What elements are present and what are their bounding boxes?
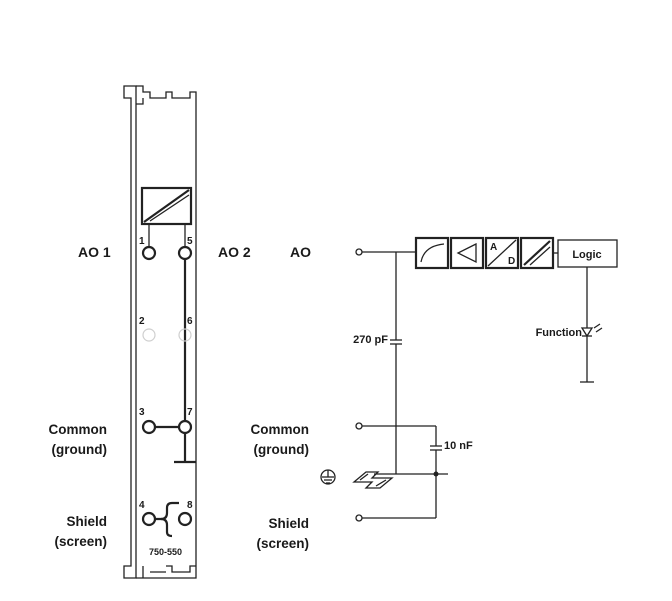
terminal-3 — [141, 419, 157, 435]
schematic-common-line2: (ground) — [254, 442, 309, 457]
module-housing-right — [136, 85, 197, 579]
pin-5: 5 — [187, 236, 193, 247]
filter-block — [414, 236, 450, 270]
part-number: 750-550 — [149, 547, 182, 557]
schematic-shield-line2: (screen) — [256, 536, 309, 551]
logic-label: Logic — [572, 249, 601, 261]
ad-label-a: A — [490, 242, 497, 253]
common-label-line1: Common — [49, 422, 108, 437]
terminal-8 — [177, 511, 193, 527]
pin-3: 3 — [139, 407, 145, 418]
pin-7: 7 — [187, 407, 193, 418]
common-label-line2: (ground) — [52, 442, 107, 457]
function-led-icon — [580, 327, 594, 338]
function-label: Function — [536, 327, 583, 339]
converter-block — [140, 186, 193, 226]
pin-6: 6 — [187, 316, 193, 327]
pin-8: 8 — [187, 500, 193, 511]
terminal-2 — [142, 328, 156, 342]
ad-converter-block — [484, 236, 520, 270]
channel-ao2-label: AO 2 — [218, 244, 251, 260]
terminal-7 — [177, 419, 193, 435]
converter-diagonal — [143, 189, 190, 223]
ao-terminal — [355, 248, 363, 256]
terminal-5 — [177, 245, 193, 261]
terminal-1 — [141, 245, 157, 261]
module-housing — [123, 85, 137, 579]
schematic-shield-line1: Shield — [268, 516, 309, 531]
schematic-common-line1: Common — [251, 422, 310, 437]
shield-label-line2: (screen) — [54, 534, 107, 549]
terminal-module: 1 5 2 6 3 7 4 8 750-550 AO 1 AO 2 Common… — [49, 85, 251, 579]
ad-label-d: D — [508, 256, 515, 267]
shield-terminal — [355, 514, 363, 522]
capacitor-10nf-label: 10 nF — [444, 440, 473, 452]
terminal-6 — [178, 328, 192, 342]
terminal-4 — [141, 511, 157, 527]
din-rail-icon — [352, 471, 394, 489]
common-terminal — [355, 422, 363, 430]
capacitor-270pf-label: 270 pF — [353, 334, 388, 346]
pin-2: 2 — [139, 316, 145, 327]
junction-node — [433, 471, 439, 477]
pin-4: 4 — [139, 500, 145, 511]
shield-label-line1: Shield — [66, 514, 107, 529]
amplifier-block — [449, 236, 485, 270]
channel-ao1-label: AO 1 — [78, 244, 111, 260]
internal-schematic: AO A D Logic Function 270 pF — [251, 236, 618, 551]
pin-1: 1 — [139, 236, 145, 247]
ao-label: AO — [290, 244, 311, 260]
